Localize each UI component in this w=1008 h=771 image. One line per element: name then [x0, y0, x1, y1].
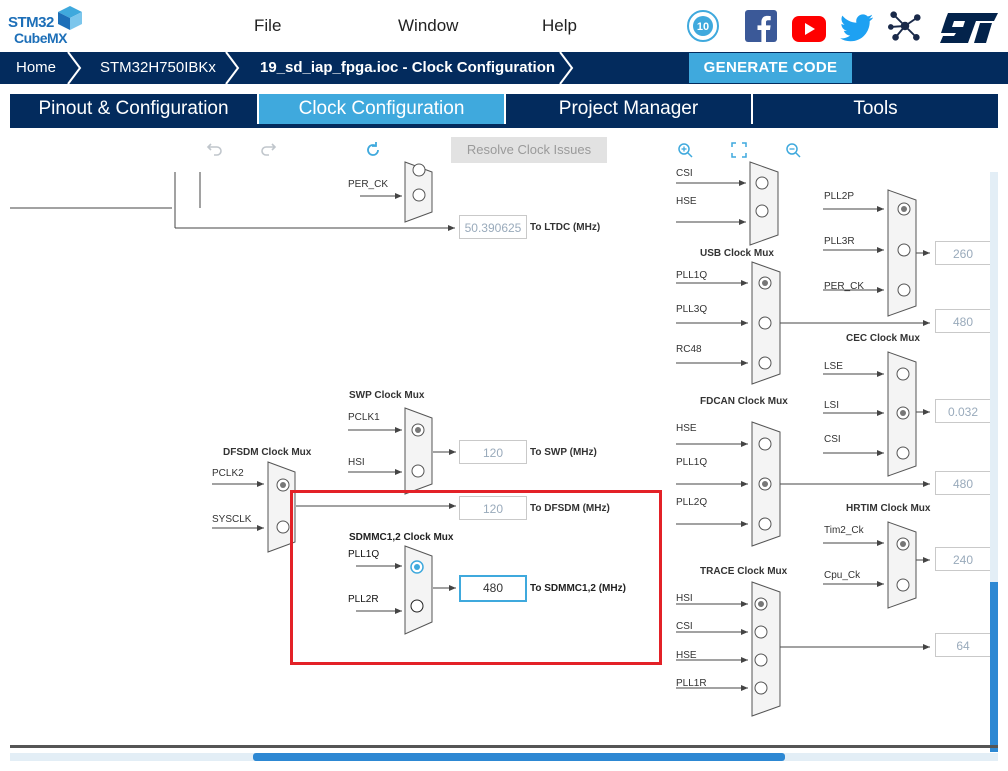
breadcrumb-file[interactable]: 19_sd_iap_fpga.ioc - Clock Configuration — [260, 59, 556, 76]
trace-input-csi: CSI — [676, 621, 693, 632]
chevron-right-icon — [225, 52, 240, 84]
trace-input-hsi: HSI — [676, 593, 693, 604]
sdmmc-frequency-field[interactable]: 480 — [459, 575, 527, 602]
tab-tools[interactable]: Tools — [853, 98, 898, 119]
logo-line2: CubeMX — [14, 30, 68, 46]
top-mux-input-hse: HSE — [676, 196, 697, 207]
per-ck-label: PER_CK — [348, 179, 389, 190]
st-logo-icon[interactable] — [940, 11, 998, 45]
trace-input-hse: HSE — [676, 650, 697, 661]
menu-file[interactable]: File — [254, 16, 282, 35]
sdmmc-output-label: To SDMMC1,2 (MHz) — [530, 583, 626, 594]
twitter-icon[interactable] — [840, 11, 874, 45]
fit-screen-icon[interactable] — [731, 142, 747, 158]
swp-input-pclk1: PCLK1 — [348, 412, 380, 423]
anniversary-badge-icon[interactable]: 10 — [686, 9, 720, 43]
cube-icon — [58, 6, 82, 30]
horizontal-scrollbar-thumb[interactable] — [253, 753, 785, 761]
usb-input-pll3q: PLL3Q — [676, 304, 708, 315]
cec-input-lsi: LSI — [824, 400, 840, 411]
menu-window[interactable]: Window — [398, 16, 459, 35]
top-bar: STM32 CubeMX File Window Help 10 — [0, 0, 1008, 52]
dfsdm-mux-header: DFSDM Clock Mux — [223, 447, 312, 458]
usb-input-rc48: RC48 — [676, 344, 702, 355]
fdcan-mux-header: FDCAN Clock Mux — [700, 396, 788, 407]
fdcan-input-pll1q: PLL1Q — [676, 457, 708, 468]
usb-mux-header: USB Clock Mux — [700, 248, 774, 259]
dfsdm-input-sysclk: SYSCLK — [212, 514, 252, 525]
resolve-clock-issues-button[interactable]: Resolve Clock Issues — [451, 137, 607, 163]
chevron-right-icon — [67, 52, 82, 84]
tab-clock-configuration[interactable]: Clock Configuration — [259, 94, 504, 124]
vertical-scrollbar-thumb[interactable] — [990, 582, 998, 752]
trace-input-pll1r: PLL1R — [676, 678, 707, 689]
cec-input-csi: CSI — [824, 434, 841, 445]
breadcrumb-home[interactable]: Home — [16, 59, 57, 76]
adc-input-pll2p: PLL2P — [824, 191, 855, 202]
cec-frequency-field[interactable]: 0.032 — [935, 399, 991, 423]
hrtim-input-cpu-ck: Cpu_Ck — [824, 570, 861, 581]
usb-frequency-field[interactable]: 480 — [935, 309, 991, 333]
hrtim-mux-header: HRTIM Clock Mux — [846, 503, 931, 514]
undo-icon[interactable] — [205, 142, 223, 158]
top-mux-input-csi: CSI — [676, 168, 693, 179]
fdcan-frequency-field[interactable]: 480 — [935, 471, 991, 495]
youtube-icon[interactable] — [792, 12, 826, 46]
sdmmc-mux-header: SDMMC1,2 Clock Mux — [349, 532, 454, 543]
logo-line1: STM32 — [8, 14, 54, 31]
network-icon[interactable] — [887, 9, 923, 43]
main-tabs: Pinout & Configuration Clock Configurati… — [10, 94, 998, 124]
fdcan-input-hse: HSE — [676, 423, 697, 434]
trace-frequency-field[interactable]: 64 — [935, 633, 991, 657]
facebook-icon[interactable] — [745, 9, 777, 43]
breadcrumb-device[interactable]: STM32H750IBKx — [100, 59, 216, 76]
hrtim-frequency-field[interactable]: 240 — [935, 547, 991, 571]
dfsdm-output-label: To DFSDM (MHz) — [530, 503, 610, 514]
ltdc-frequency-field[interactable]: 50.390625 — [459, 215, 527, 239]
hrtim-input-tim2-ck: Tim2_Ck — [824, 525, 864, 536]
menu-help[interactable]: Help — [542, 16, 577, 35]
sdmmc-input-pll2r: PLL2R — [348, 594, 379, 605]
ltdc-output-label: To LTDC (MHz) — [530, 222, 601, 233]
zoom-in-icon[interactable] — [677, 142, 693, 158]
cec-input-lse: LSE — [824, 361, 843, 372]
usb-input-pll1q: PLL1Q — [676, 270, 708, 281]
zoom-out-icon[interactable] — [785, 142, 801, 158]
adc-input-per-ck: PER_CK — [824, 281, 865, 292]
refresh-icon[interactable] — [364, 141, 382, 159]
highlight-box — [290, 490, 662, 665]
stm32cubemx-logo: STM32 CubeMX — [6, 4, 86, 48]
generate-code-button[interactable]: GENERATE CODE — [689, 53, 852, 83]
adc-frequency-field[interactable]: 260 — [935, 241, 991, 265]
vertical-scrollbar[interactable] — [990, 172, 998, 752]
swp-mux-header: SWP Clock Mux — [349, 390, 425, 401]
cec-mux-header: CEC Clock Mux — [846, 333, 920, 344]
swp-input-hsi: HSI — [348, 457, 365, 468]
tab-pinout-configuration[interactable]: Pinout & Configuration — [38, 98, 229, 119]
tab-project-manager[interactable]: Project Manager — [558, 98, 699, 119]
adc-input-pll3r: PLL3R — [824, 236, 855, 247]
chevron-right-icon — [559, 52, 574, 84]
dfsdm-input-pclk2: PCLK2 — [212, 468, 244, 479]
swp-output-label: To SWP (MHz) — [530, 447, 597, 458]
dfsdm-frequency-field[interactable]: 120 — [459, 496, 527, 520]
swp-frequency-field[interactable]: 120 — [459, 440, 527, 464]
trace-mux-header: TRACE Clock Mux — [700, 566, 788, 577]
canvas-bottom-divider — [10, 745, 998, 748]
svg-text:10: 10 — [697, 21, 709, 33]
redo-icon[interactable] — [260, 142, 278, 158]
sdmmc-input-pll1q: PLL1Q — [348, 549, 380, 560]
fdcan-input-pll2q: PLL2Q — [676, 497, 708, 508]
